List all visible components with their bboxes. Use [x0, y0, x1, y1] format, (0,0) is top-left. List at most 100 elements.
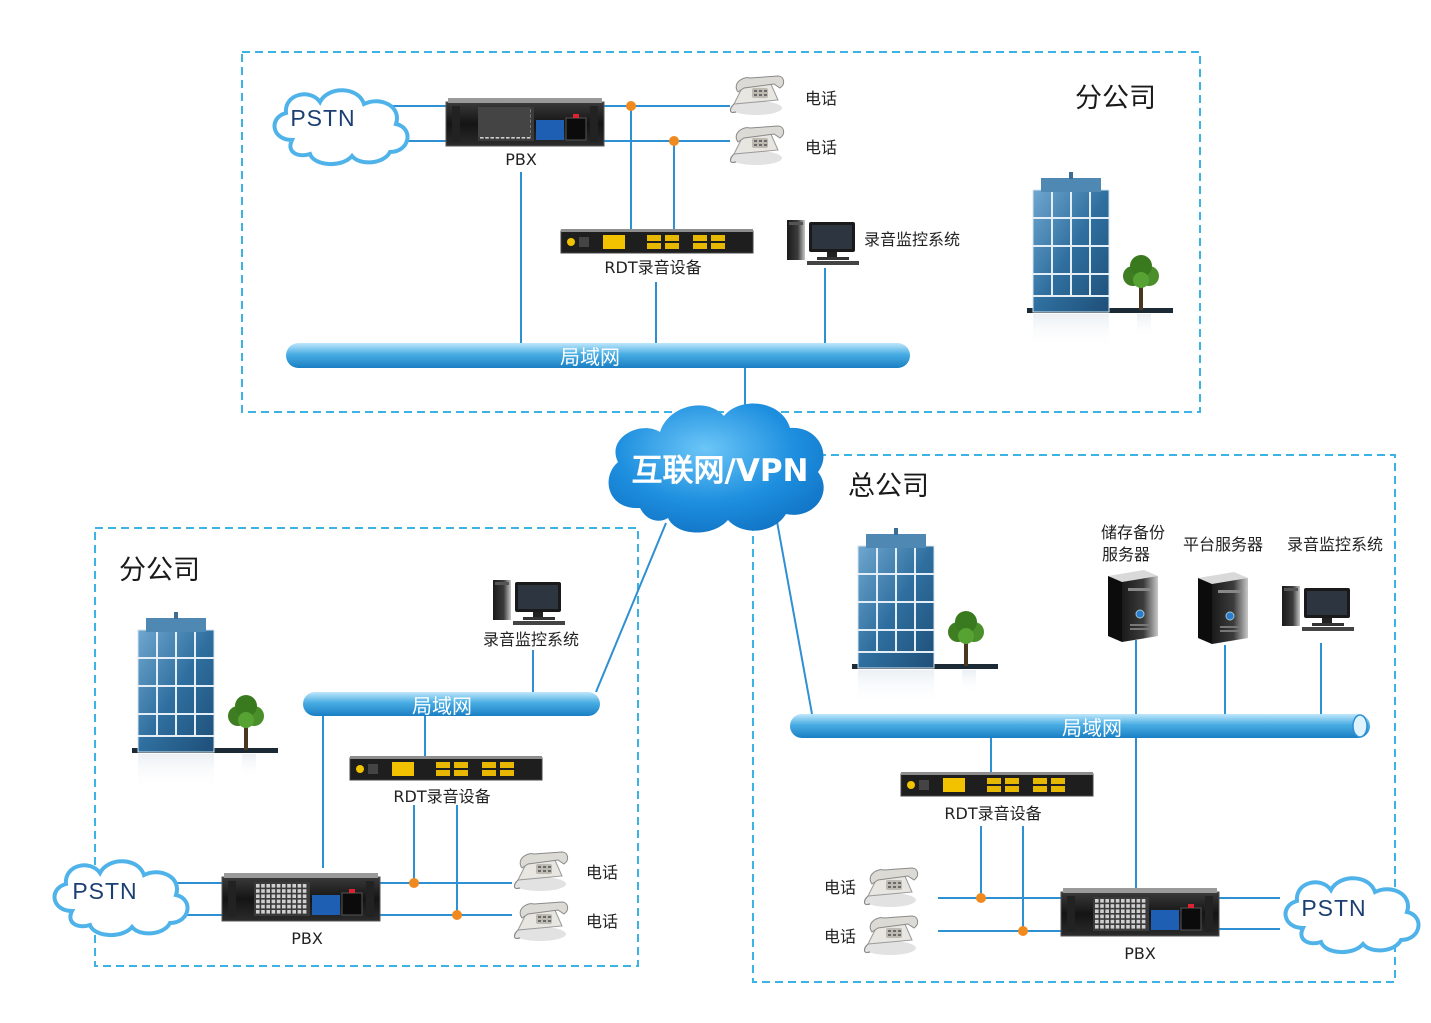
pbx-port: [1136, 909, 1141, 913]
phone-label: 电话: [805, 138, 837, 157]
pbx-port: [282, 889, 286, 893]
pbx-port: [302, 889, 307, 893]
pbx-port: [1126, 914, 1130, 919]
boundary-headquarters: [752, 454, 1396, 983]
pbx-port: [276, 910, 281, 914]
rdt-recorder: [349, 755, 543, 781]
pbx-port: [1141, 909, 1146, 913]
pbx-port: [271, 899, 276, 904]
phone-label: 电话: [824, 927, 856, 946]
region-title: 分公司: [119, 555, 200, 586]
pbx-port: [1121, 914, 1125, 919]
building-icon: [851, 527, 999, 707]
pbx-port: [297, 894, 302, 898]
pbx-port: [261, 894, 265, 898]
pbx-port: [261, 904, 265, 909]
internet-label: 互联网/VPN: [632, 453, 809, 489]
pbx-port: [282, 894, 286, 898]
pbx-port: [297, 899, 302, 904]
pbx-port: [1100, 925, 1104, 929]
lan-pipe-headquarters: 局域网: [790, 714, 1370, 740]
phone-label: 电话: [586, 912, 618, 931]
pbx-port: [292, 899, 296, 904]
pbx-device: [221, 872, 381, 922]
pbx-label: PBX: [291, 929, 323, 948]
monitor-label: 录音监控系统: [483, 630, 579, 649]
pbx-port: [1105, 919, 1109, 924]
pbx-port: [297, 889, 302, 893]
pbx-port: [292, 894, 296, 898]
pbx-port: [256, 899, 260, 904]
pbx-port: [1141, 904, 1146, 908]
pbx-port: [276, 889, 281, 893]
pbx-port: [256, 894, 260, 898]
recorder-label: RDT录音设备: [944, 804, 1041, 823]
pbx-port: [282, 899, 286, 904]
pbx-port: [1095, 925, 1099, 929]
pbx-label: PBX: [1124, 944, 1156, 963]
pbx-port: [1115, 909, 1120, 913]
phone-icon: [513, 851, 569, 892]
pbx-port: [1095, 919, 1099, 924]
junction-dot: [626, 101, 636, 111]
monitor-pc-icon: [1282, 586, 1354, 631]
pbx-port: [256, 884, 260, 888]
pbx-port: [1121, 925, 1125, 929]
phone-icon: [863, 867, 919, 908]
junction-dot: [976, 893, 986, 903]
pbx-port: [1121, 909, 1125, 913]
pbx-port: [287, 910, 291, 914]
pbx-port: [1105, 925, 1109, 929]
phone-label: 电话: [824, 878, 856, 897]
pbx-port: [302, 910, 307, 914]
junction-dot: [409, 878, 419, 888]
pbx-port: [256, 904, 260, 909]
pbx-port: [261, 889, 265, 893]
junction-dot: [669, 136, 679, 146]
pbx-port: [297, 884, 302, 888]
pbx-port: [282, 904, 286, 909]
building-icon: [1026, 171, 1174, 351]
pbx-port: [1110, 925, 1115, 929]
pbx-port: [292, 884, 296, 888]
phone-icon: [863, 915, 919, 956]
headquarters: 总公司 储存备份 服务器 平台服务器 录音监控系统 RDT录音设备 电话 电话 …: [824, 471, 1421, 963]
pbx-port: [1100, 919, 1104, 924]
lan-pipe-left: 局域网: [303, 692, 600, 718]
building-icon: [131, 611, 279, 791]
pbx-port: [1110, 899, 1115, 903]
region-title: 总公司: [848, 471, 929, 502]
pbx-port: [271, 904, 276, 909]
phone-icon: [513, 901, 569, 942]
pbx-port: [292, 910, 296, 914]
pbx-port: [1105, 909, 1109, 913]
pbx-port: [1141, 914, 1146, 919]
pbx-port: [266, 910, 270, 914]
pbx-port: [1105, 914, 1109, 919]
pbx-label: PBX: [505, 150, 537, 169]
pbx-port: [1115, 925, 1120, 929]
lan-pipe-top: 局域网: [286, 343, 910, 369]
phone-label: 电话: [805, 89, 837, 108]
pbx-port: [1110, 919, 1115, 924]
pbx-port: [1136, 899, 1141, 903]
links-branch-top: [386, 105, 826, 418]
pbx-port: [1126, 899, 1130, 903]
internet-cloud: 互联网/VPN: [608, 403, 824, 533]
pbx-port: [1115, 904, 1120, 908]
pbx-port: [1121, 904, 1125, 908]
pbx-port-grid: [478, 107, 530, 137]
platform-server-icon: [1197, 571, 1249, 645]
links-headquarters: [775, 515, 1322, 932]
pbx-port: [287, 899, 291, 904]
pbx-port: [256, 910, 260, 914]
pbx-port: [266, 899, 270, 904]
pbx-port: [1095, 914, 1099, 919]
lan-label: 局域网: [1062, 716, 1122, 740]
backup-server-icon: [1107, 569, 1159, 643]
pbx-port: [1126, 925, 1130, 929]
pbx-port: [256, 889, 260, 893]
pbx-port: [271, 910, 276, 914]
pbx-port: [271, 894, 276, 898]
